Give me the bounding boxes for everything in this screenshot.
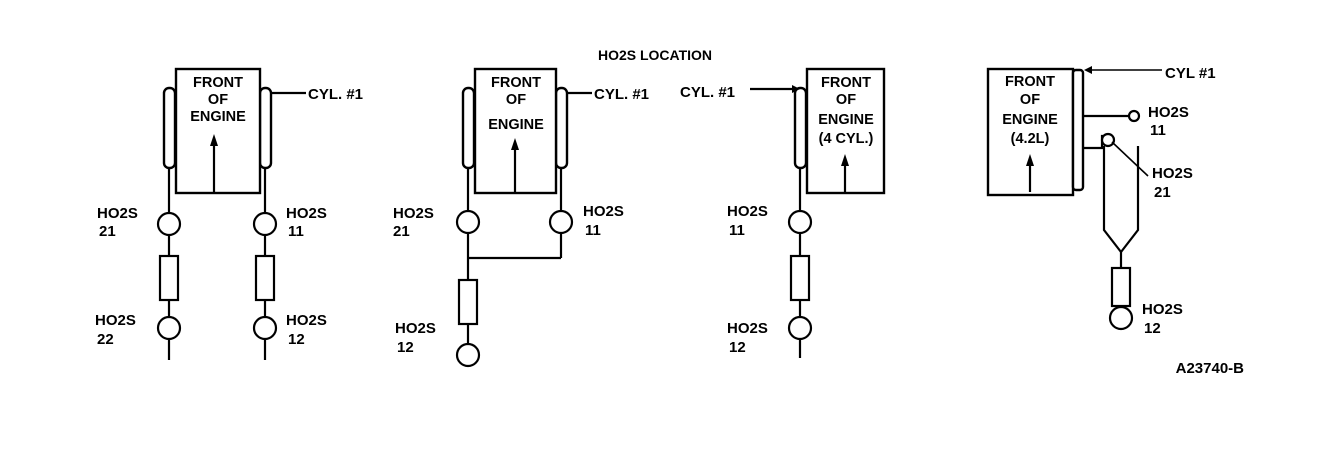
sensor-number: 12 bbox=[397, 339, 414, 356]
sensor-label: HO2S bbox=[286, 205, 327, 222]
sensor-label: HO2S bbox=[1148, 104, 1189, 121]
sensor-number: 11 bbox=[288, 223, 304, 240]
sensor-number: 11 bbox=[729, 222, 745, 239]
sensor-ho2s-12 bbox=[455, 342, 481, 368]
sensor-label: HO2S bbox=[393, 205, 434, 222]
engine-label-line-4: (4.2L) bbox=[1011, 131, 1050, 147]
ho2s-21-leader-line bbox=[1111, 141, 1149, 177]
engine-label-line-3: ENGINE bbox=[488, 117, 544, 133]
catalytic-converter bbox=[789, 254, 811, 302]
figure-id: A23740-B bbox=[1176, 360, 1245, 377]
catalytic-converter bbox=[457, 278, 479, 326]
sensor-label: HO2S bbox=[1142, 301, 1183, 318]
right-catalytic-converter bbox=[254, 254, 276, 302]
config-v-engine-merged-exhaust: FRONT OF ENGINE CYL. #1 HO2S 21 HO2S 11 … bbox=[393, 67, 649, 368]
cyl1-label: CYL. #1 bbox=[680, 84, 735, 101]
engine-label-line-1: FRONT bbox=[193, 75, 243, 91]
sensor-number: 22 bbox=[97, 331, 114, 348]
sensor-number: 21 bbox=[393, 223, 410, 240]
right-exhaust-manifold bbox=[554, 86, 569, 170]
sensor-number: 11 bbox=[1150, 122, 1166, 139]
arrowhead-icon bbox=[841, 154, 849, 166]
right-exhaust-manifold bbox=[258, 86, 273, 170]
sensor-ho2s-21 bbox=[156, 211, 182, 237]
arrowhead-icon bbox=[210, 134, 218, 146]
config-v-engine-four-sensors: FRONT OF ENGINE CYL. #1 HO2S 21 HO2S 11 … bbox=[95, 67, 363, 360]
sensor-ho2s-11 bbox=[548, 209, 574, 235]
sensor-number: 21 bbox=[1154, 184, 1171, 201]
left-exhaust-manifold bbox=[461, 86, 476, 170]
arrowhead-icon bbox=[1026, 154, 1034, 166]
diagram-title: HO2S LOCATION bbox=[598, 47, 712, 63]
sensor-number: 21 bbox=[99, 223, 116, 240]
catalytic-converter bbox=[1110, 266, 1132, 308]
engine-label-line-3: ENGINE bbox=[1002, 112, 1058, 128]
arrowhead-icon bbox=[792, 85, 800, 93]
cyl1-label: CYL #1 bbox=[1165, 65, 1216, 82]
sensor-ho2s-11 bbox=[252, 211, 278, 237]
arrowhead-icon bbox=[1084, 66, 1092, 74]
sensor-label: HO2S bbox=[583, 203, 624, 220]
engine-label-line-2: OF bbox=[836, 92, 856, 108]
exhaust-manifold bbox=[793, 86, 808, 170]
engine-label-line-2: OF bbox=[208, 92, 228, 108]
engine-label-line-2: OF bbox=[1020, 92, 1040, 108]
exhaust-manifold bbox=[1071, 68, 1085, 192]
engine-label-line-4: (4 CYL.) bbox=[819, 131, 874, 147]
engine-label-line-3: ENGINE bbox=[818, 112, 874, 128]
sensor-ho2s-11 bbox=[1127, 109, 1141, 123]
sensor-number: 12 bbox=[288, 331, 305, 348]
left-catalytic-converter bbox=[158, 254, 180, 302]
engine-label-line-2: OF bbox=[506, 92, 526, 108]
arrowhead-icon bbox=[511, 138, 519, 150]
config-4-cylinder: FRONT OF ENGINE (4 CYL.) CYL. #1 HO2S 11… bbox=[680, 67, 886, 358]
sensor-ho2s-12 bbox=[1108, 305, 1134, 331]
sensor-number: 12 bbox=[1144, 320, 1161, 337]
sensor-label: HO2S bbox=[97, 205, 138, 222]
sensor-number: 12 bbox=[729, 339, 746, 356]
sensor-number: 11 bbox=[585, 222, 601, 239]
sensor-ho2s-21 bbox=[1100, 132, 1116, 148]
engine-label-line-3: ENGINE bbox=[190, 109, 246, 125]
sensor-ho2s-11 bbox=[787, 209, 813, 235]
sensor-label: HO2S bbox=[727, 203, 768, 220]
sensor-label: HO2S bbox=[95, 312, 136, 329]
sensor-label: HO2S bbox=[727, 320, 768, 337]
engine-label-line-1: FRONT bbox=[821, 75, 871, 91]
sensor-label: HO2S bbox=[1152, 165, 1193, 182]
config-4-2l: FRONT OF ENGINE (4.2L) CYL #1 HO2S 11 HO… bbox=[986, 65, 1216, 337]
sensor-label: HO2S bbox=[286, 312, 327, 329]
engine-label-line-1: FRONT bbox=[491, 75, 541, 91]
left-exhaust-manifold bbox=[162, 86, 177, 170]
sensor-ho2s-12 bbox=[252, 315, 278, 341]
engine-block bbox=[174, 67, 262, 195]
sensor-ho2s-21 bbox=[455, 209, 481, 235]
sensor-label: HO2S bbox=[395, 320, 436, 337]
sensor-ho2s-12 bbox=[787, 315, 813, 341]
cyl1-label: CYL. #1 bbox=[308, 86, 363, 103]
sensor-ho2s-22 bbox=[156, 315, 182, 341]
cyl1-label: CYL. #1 bbox=[594, 86, 649, 103]
engine-label-line-1: FRONT bbox=[1005, 74, 1055, 90]
